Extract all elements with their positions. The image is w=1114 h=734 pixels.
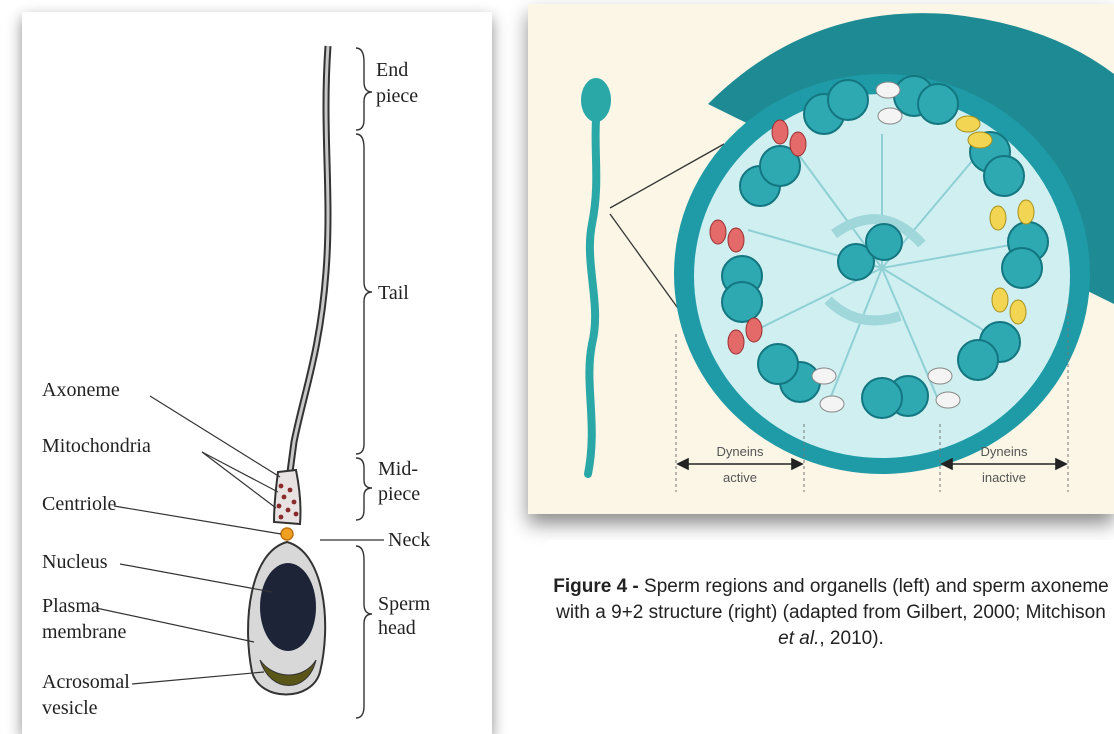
label-end-piece-2: piece — [376, 85, 418, 107]
figure-caption: Figure 4 - Sperm regions and organells (… — [548, 574, 1114, 652]
centriole — [281, 528, 293, 540]
sperm-regions-diagram: End piece Tail Mid- piece Neck Sperm hea… — [22, 12, 492, 734]
caption-etal: et al. — [778, 628, 819, 649]
label-acrosomal-vesicle-2: vesicle — [42, 697, 98, 719]
dyneins-inactive-label-1: Dyneins — [981, 444, 1028, 459]
label-centriole: Centriole — [42, 493, 117, 515]
central-microtubule-2 — [866, 224, 902, 260]
dyneins-active-label-2: active — [723, 470, 757, 485]
label-neck: Neck — [388, 529, 430, 551]
caption-box: Figure 4 - Sperm regions and organells (… — [548, 540, 1114, 734]
dyneins-active-label-1: Dyneins — [717, 444, 764, 459]
sperm-regions-panel: End piece Tail Mid- piece Neck Sperm hea… — [22, 12, 492, 734]
label-midpiece-1: Mid- — [378, 458, 418, 480]
label-acrosomal-vesicle-1: Acrosomal — [42, 671, 130, 693]
caption-text-2: , 2010). — [819, 628, 883, 649]
label-mitochondria: Mitochondria — [42, 435, 151, 457]
axoneme-diagram: Dyneins active Dyneins inactive — [528, 4, 1114, 514]
label-sperm-head-1: Sperm — [378, 593, 431, 615]
caption-text-1: Sperm regions and organells (left) and s… — [556, 576, 1109, 623]
label-tail: Tail — [378, 282, 409, 304]
label-end-piece-1: End — [376, 59, 408, 81]
label-sperm-head-2: head — [378, 617, 416, 639]
sperm-tail — [286, 46, 328, 502]
small-sperm-head — [581, 78, 611, 122]
caption-label: Figure 4 - — [553, 576, 639, 597]
nucleus — [260, 563, 316, 651]
label-midpiece-2: piece — [378, 483, 420, 505]
dyneins-inactive-label-2: inactive — [982, 470, 1026, 485]
small-sperm-tail — [588, 120, 596, 474]
axoneme-panel: Dyneins active Dyneins inactive — [528, 4, 1114, 514]
label-plasma-membrane-1: Plasma — [42, 595, 100, 617]
label-axoneme: Axoneme — [42, 379, 120, 401]
region-brackets — [356, 48, 372, 718]
label-nucleus: Nucleus — [42, 551, 108, 573]
label-plasma-membrane-2: membrane — [42, 621, 127, 643]
